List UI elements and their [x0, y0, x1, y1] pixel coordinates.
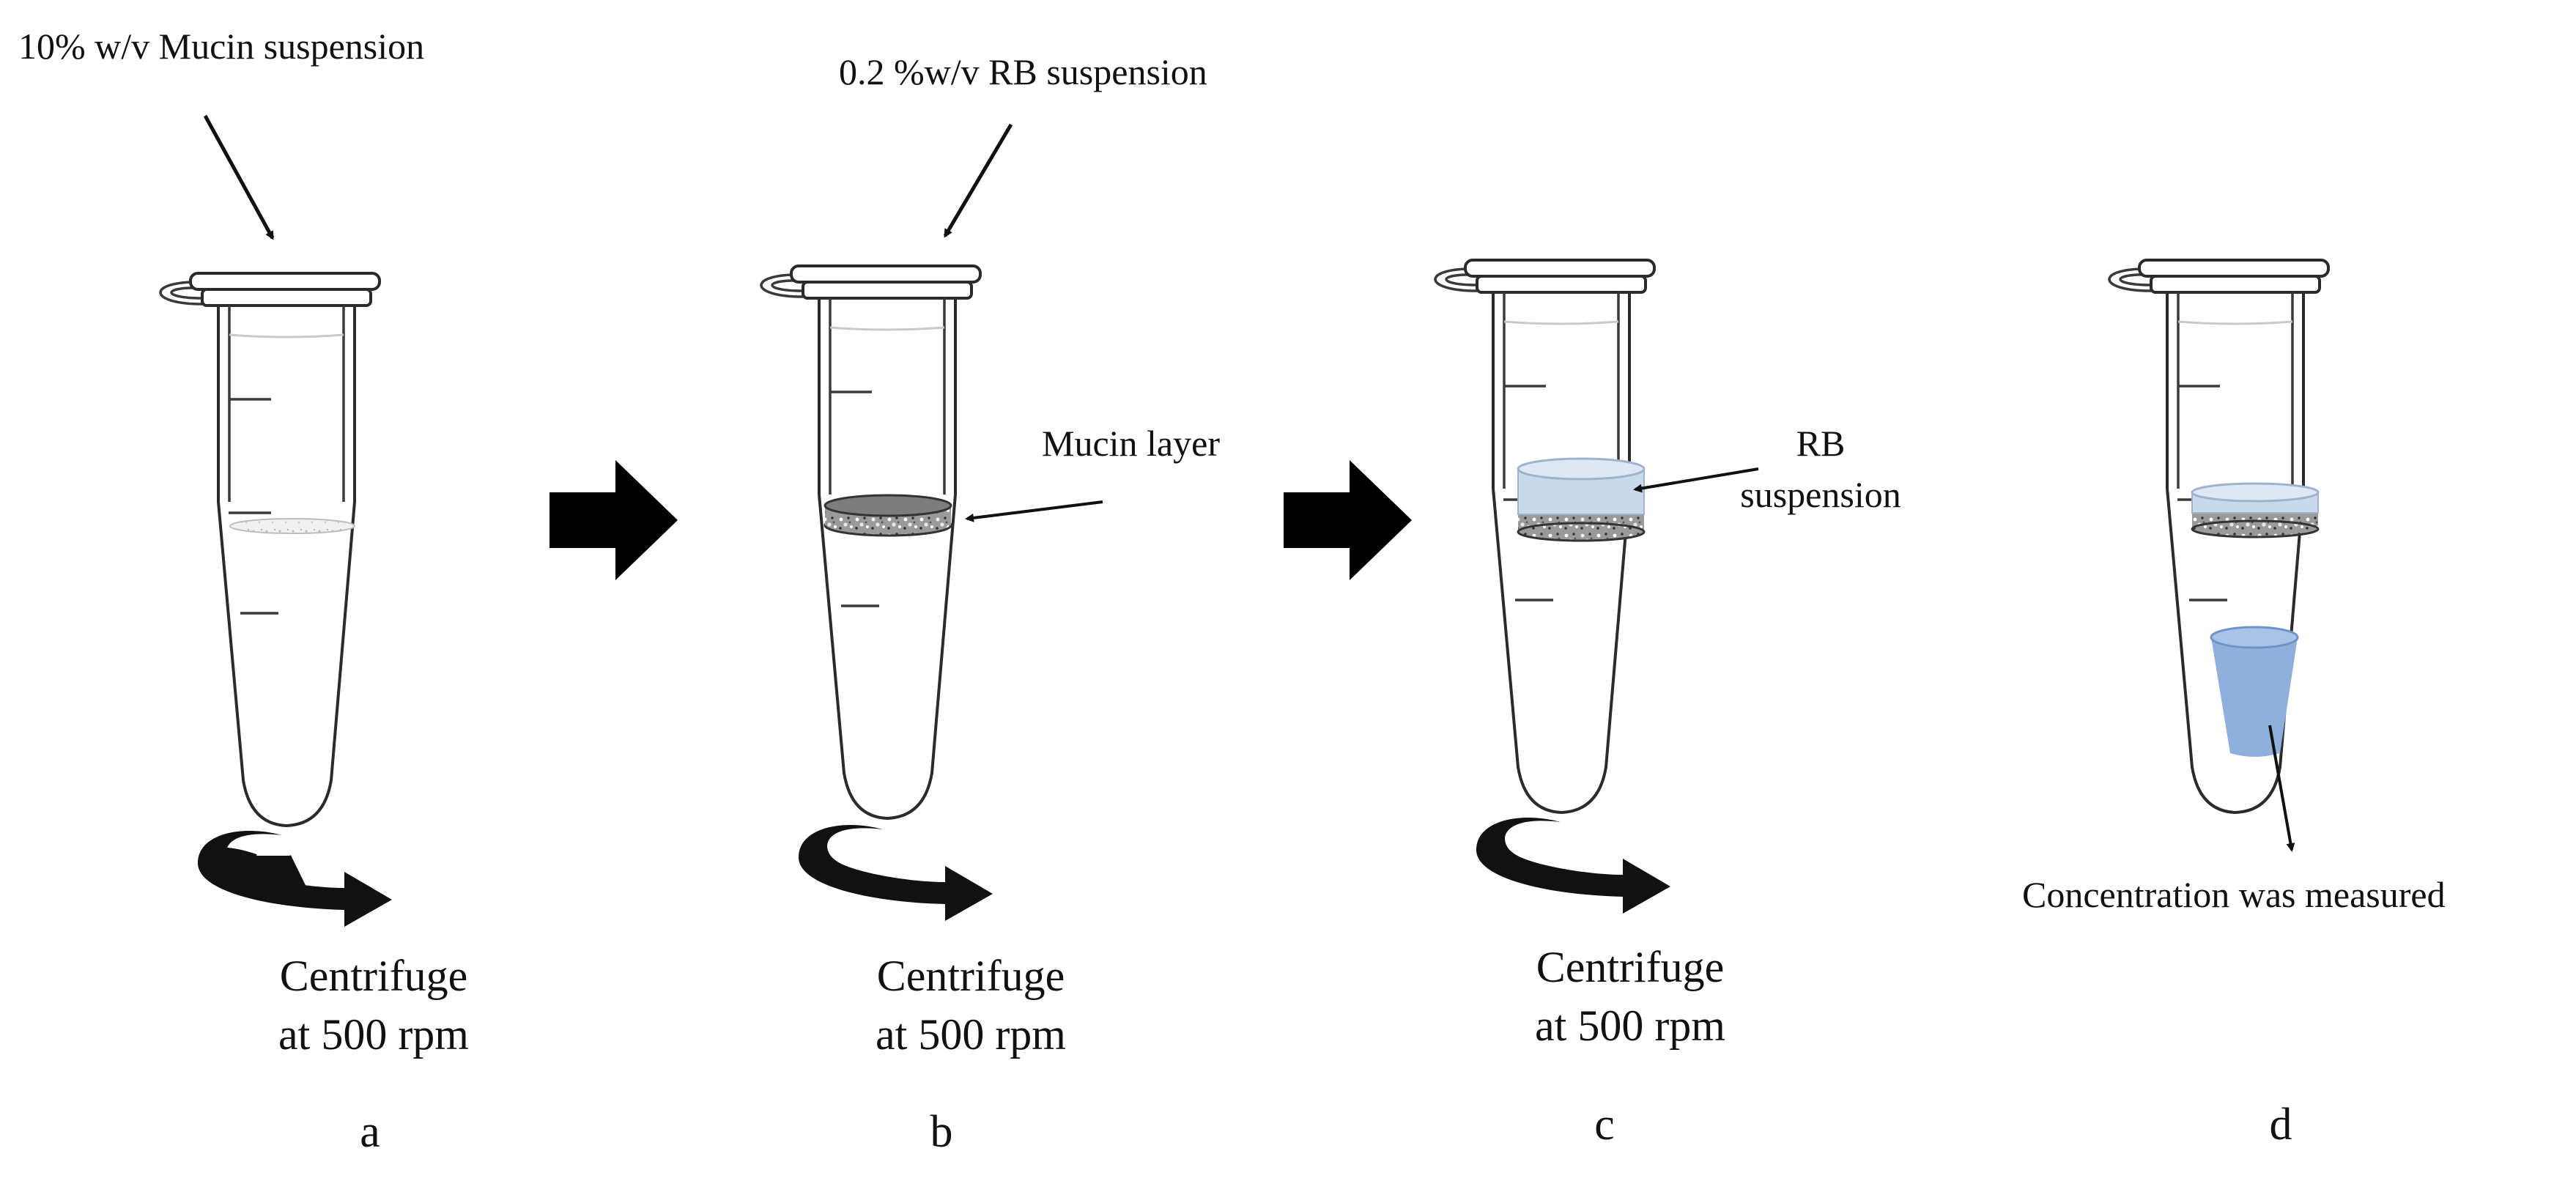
panel-c-group: RB suspension Centrifuge at 500 rpm c — [1434, 259, 1901, 1149]
rb-label-line1: RB — [1796, 423, 1846, 464]
rb-suspension-pointer — [1633, 467, 1759, 493]
concentration-pointer — [2268, 725, 2295, 852]
rotate-arrow-icon — [799, 824, 993, 921]
tube-a — [159, 272, 381, 827]
centrifuge-label-a-line1: Centrifuge — [280, 952, 468, 1000]
panel-a-group: 10% w/v Mucin suspension Centrifuge at 5… — [18, 26, 469, 1157]
centrifuge-label-c-line1: Centrifuge — [1536, 943, 1725, 991]
rb-suspension-label: 0.2 %w/v RB suspension — [839, 51, 1207, 92]
mucin-pointer-arrow — [203, 114, 275, 240]
collected-filtrate — [2211, 637, 2298, 757]
mucin-layer-label: Mucin layer — [1042, 423, 1220, 464]
centrifuge-label-b-line1: Centrifuge — [877, 952, 1065, 1000]
next-step-arrow-1 — [549, 460, 678, 580]
mucin-layer-d-bottom — [2191, 519, 2320, 538]
tube-b — [760, 264, 982, 820]
mucin-layer-b-top — [823, 494, 952, 517]
mucin-layer-pointer — [965, 500, 1103, 522]
rb-suspension-surface-c — [1517, 457, 1646, 481]
mucin-suspension-label: 10% w/v Mucin suspension — [18, 26, 424, 67]
rotate-arrow-icon — [1476, 817, 1670, 914]
centrifuge-label-b-line2: at 500 rpm — [876, 1010, 1066, 1059]
panel-label-b: b — [930, 1107, 953, 1157]
rb-remaining-surface-d — [2191, 482, 2320, 503]
panel-b-group: 0.2 %w/v RB suspension Mucin layer Centr… — [760, 51, 1220, 1157]
rotate-arrow-icon — [198, 830, 392, 927]
next-step-arrow-2 — [1284, 460, 1412, 580]
panel-label-c: c — [1594, 1100, 1615, 1149]
panel-label-d: d — [2270, 1100, 2292, 1149]
concentration-label: Concentration was measured — [2022, 874, 2446, 915]
centrifuge-label-a-line2: at 500 rpm — [278, 1010, 469, 1059]
rb-label-line2: suspension — [1740, 474, 1900, 515]
mucin-thin-layer — [229, 518, 355, 534]
centrifuge-label-c-line2: at 500 rpm — [1535, 1002, 1725, 1050]
panel-label-a: a — [360, 1107, 380, 1157]
panel-d-group: Concentration was measured d — [2022, 259, 2446, 1149]
rb-pointer-arrow — [943, 123, 1013, 238]
mucin-layer-c-bottom — [1517, 522, 1646, 542]
collected-filtrate-surface — [2210, 626, 2299, 649]
